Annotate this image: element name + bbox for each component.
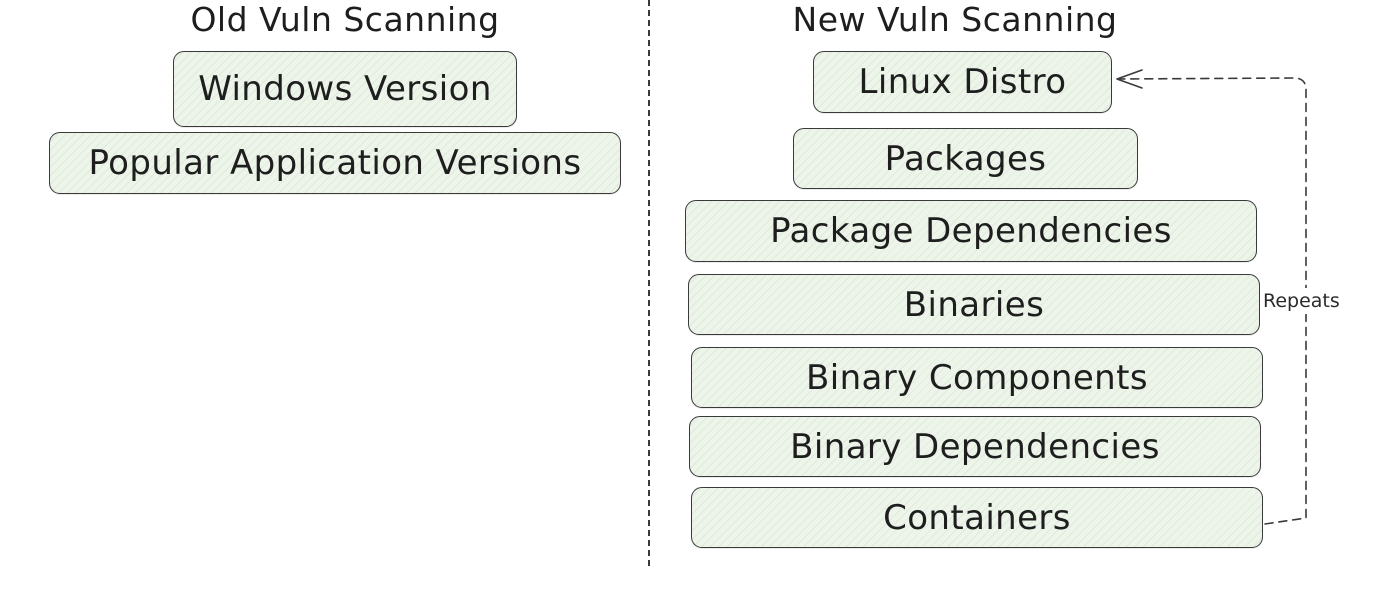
- box-package-dependencies: Package Dependencies: [685, 200, 1257, 262]
- repeats-arrowhead-icon: [1116, 69, 1143, 89]
- box-linux-distro: Linux Distro: [813, 51, 1112, 113]
- box-binary-dependencies: Binary Dependencies: [689, 416, 1261, 477]
- repeats-label: Repeats: [1262, 288, 1341, 314]
- column-divider: [648, 0, 650, 566]
- box-binaries: Binaries: [688, 274, 1260, 335]
- box-containers: Containers: [691, 487, 1263, 548]
- box-windows-version: Windows Version: [173, 51, 517, 127]
- new-vuln-scanning-title: New Vuln Scanning: [792, 0, 1118, 39]
- box-packages: Packages: [793, 128, 1138, 189]
- box-binary-components: Binary Components: [691, 347, 1263, 408]
- box-popular-application-versions: Popular Application Versions: [49, 132, 621, 194]
- old-vuln-scanning-title: Old Vuln Scanning: [190, 0, 500, 39]
